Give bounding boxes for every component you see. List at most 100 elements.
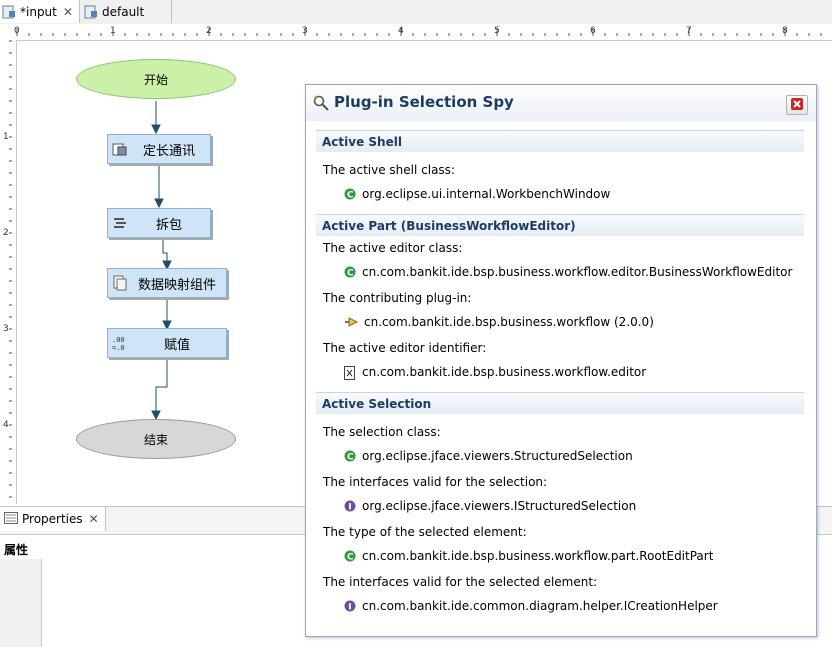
spy-item-value[interactable]: cn.com.bankit.ide.bsp.business.workflow.…: [344, 365, 647, 380]
start-node[interactable]: 开始: [76, 59, 236, 99]
tab-properties[interactable]: Properties ✕: [0, 507, 106, 531]
plugin-icon: [344, 316, 359, 328]
svg-text:I: I: [348, 603, 351, 613]
spy-item-value[interactable]: C cn.com.bankit.ide.bsp.business.workflo…: [344, 549, 713, 563]
properties-sidebar: [0, 559, 42, 647]
spy-item-value[interactable]: C cn.com.bankit.ide.bsp.business.workflo…: [344, 265, 792, 279]
spy-item-label: The active shell class:: [323, 163, 455, 177]
tab-input-label: *input: [20, 4, 57, 19]
spy-magnifier-icon: [312, 94, 330, 112]
spy-item-value-text: cn.com.bankit.ide.common.diagram.helper.…: [362, 599, 718, 613]
ruler-label: 1: [110, 26, 116, 36]
ruler-label: 3: [3, 324, 9, 334]
class-icon: C: [344, 550, 356, 563]
workflow-node-label: 定长通讯: [142, 143, 195, 159]
close-icon: [791, 97, 803, 113]
arrowhead: [151, 124, 161, 135]
svg-text:C: C: [347, 269, 354, 279]
properties-section-label: 属性: [4, 543, 29, 557]
tab-default[interactable]: default: [82, 0, 172, 23]
editor-tab-bar: *input ✕ default: [0, 0, 832, 25]
arrowhead: [151, 410, 161, 421]
section-header-active-shell: Active Shell: [316, 130, 804, 152]
ruler-label: 8: [782, 26, 788, 36]
properties-icon: [4, 511, 18, 527]
communication-icon: [112, 141, 128, 157]
tab-default-label: default: [102, 4, 145, 19]
spy-item-label: The interfaces valid for the selected el…: [323, 575, 598, 589]
spy-item-value-text: cn.com.bankit.ide.bsp.business.workflow.…: [362, 549, 714, 563]
start-node-label: 开始: [143, 72, 168, 87]
spy-item-value[interactable]: C org.eclipse.ui.internal.WorkbenchWindo…: [344, 187, 610, 201]
spy-item-label: The selection class:: [323, 425, 441, 439]
spy-item-value-text: org.eclipse.jface.viewers.IStructuredSel…: [362, 499, 637, 513]
close-icon[interactable]: ✕: [88, 512, 99, 526]
connectors: [151, 101, 172, 421]
ruler-label: 3: [302, 26, 308, 36]
spy-item-value-text: cn.com.bankit.ide.bsp.business.workflow.…: [362, 265, 793, 279]
workflow-node[interactable]: .00=.0 赋值: [107, 328, 227, 358]
svg-text:.00: .00: [112, 336, 125, 344]
svg-text:I: I: [348, 503, 351, 513]
connector[interactable]: [155, 358, 168, 418]
connector[interactable]: [162, 237, 168, 267]
class-icon: C: [344, 188, 356, 201]
spy-close-button[interactable]: [786, 95, 808, 115]
end-node-label: 结束: [143, 432, 168, 447]
ruler-label: 7: [686, 26, 692, 36]
horizontal-ruler: 0 1 2 3 4 5 6 7 8: [0, 24, 832, 41]
ruler-ticks: [9, 40, 12, 498]
data-mapping-icon: [112, 275, 128, 291]
ruler-label: 1: [3, 132, 9, 142]
vertical-ruler: 1 2 3 4: [0, 40, 17, 504]
ruler-label: 4: [398, 26, 404, 36]
spy-item-value-text: cn.com.bankit.ide.bsp.business.workflow …: [364, 315, 654, 329]
spy-item-label: The active editor class:: [323, 241, 463, 255]
ruler-ticks: [16, 28, 822, 36]
spy-item-value[interactable]: I cn.com.bankit.ide.common.diagram.helpe…: [344, 599, 718, 613]
workflow-node-label: 拆包: [155, 217, 182, 233]
spy-item-label: The active editor identifier:: [323, 341, 487, 355]
section-header-active-part: Active Part (BusinessWorkflowEditor): [316, 214, 804, 236]
tab-input[interactable]: *input ✕: [0, 0, 80, 23]
workflow-node-label: 数据映射组件: [137, 277, 216, 293]
svg-text:=.0: =.0: [112, 344, 125, 351]
spy-item-value-text: org.eclipse.ui.internal.WorkbenchWindow: [362, 187, 611, 201]
end-node[interactable]: 结束: [76, 419, 236, 459]
svg-text:C: C: [347, 191, 354, 201]
spy-item-value-text: cn.com.bankit.ide.bsp.business.workflow.…: [362, 365, 647, 379]
workflow-node-label: 赋值: [163, 337, 190, 353]
unpack-icon: [112, 215, 128, 231]
spy-title: Plug-in Selection Spy: [334, 93, 514, 111]
svg-text:C: C: [347, 453, 354, 463]
workflow-file-icon: [2, 5, 16, 19]
class-icon: C: [344, 266, 356, 279]
section-header-active-selection: Active Selection: [316, 392, 804, 414]
properties-tab-label: Properties: [22, 512, 83, 526]
close-icon[interactable]: ✕: [62, 4, 73, 19]
assign-value-icon: .00=.0: [112, 335, 128, 352]
spy-item-label: The interfaces valid for the selection:: [323, 475, 548, 489]
spy-item-value-text: org.eclipse.jface.viewers.StructuredSele…: [362, 449, 633, 463]
arrowhead: [154, 198, 164, 209]
interface-icon: I: [344, 600, 356, 613]
spy-item-value[interactable]: I org.eclipse.jface.viewers.IStructuredS…: [344, 499, 636, 513]
workflow-node[interactable]: 数据映射组件: [107, 268, 227, 298]
class-icon: C: [344, 450, 356, 463]
ruler-label: 2: [3, 228, 9, 238]
ruler-label: 5: [494, 26, 500, 36]
identifier-icon: [344, 366, 356, 380]
ruler-label: 6: [590, 26, 596, 36]
interface-icon: I: [344, 500, 356, 513]
arrowhead: [162, 320, 172, 331]
ruler-label: 4: [3, 420, 9, 430]
svg-text:C: C: [347, 553, 354, 563]
plugin-selection-spy-popup: Plug-in Selection Spy Active Shell The a…: [305, 84, 817, 637]
ruler-label: 2: [206, 26, 212, 36]
spy-header: Plug-in Selection Spy: [306, 85, 816, 121]
spy-item-value[interactable]: cn.com.bankit.ide.bsp.business.workflow …: [344, 315, 654, 329]
spy-item-value[interactable]: C org.eclipse.jface.viewers.StructuredSe…: [344, 449, 633, 463]
workflow-node[interactable]: 定长通讯: [107, 134, 211, 164]
spy-item-label: The contributing plug-in:: [323, 291, 472, 305]
workflow-node[interactable]: 拆包: [107, 208, 211, 238]
